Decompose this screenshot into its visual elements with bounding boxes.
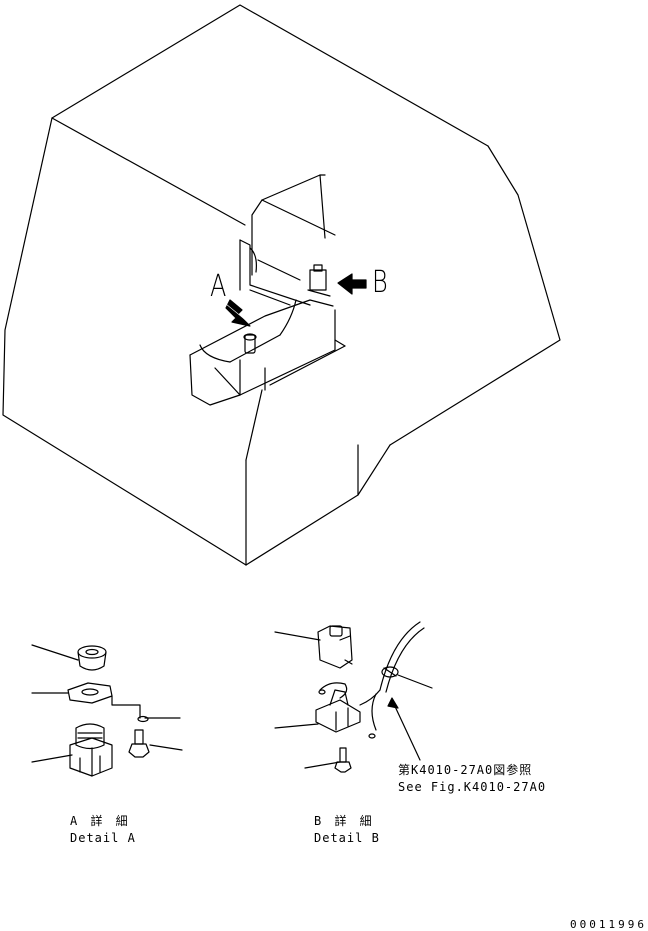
detail-b-title-jp: B 詳 細 (314, 814, 375, 828)
cab-body-outline (2, 4, 561, 566)
tank-body (189, 299, 346, 406)
reference-note-en: See Fig.K4010-27A0 (398, 780, 547, 794)
arrow-b-icon (337, 273, 367, 295)
reference-note-jp: 第K4010-27A0図参照 (398, 763, 533, 777)
drawing-number: 00011996 (570, 918, 647, 931)
detail-a-parts (31, 644, 183, 777)
upper-housing (239, 174, 336, 306)
detail-a-title-en: Detail A (70, 831, 136, 845)
detail-a-title-jp: A 詳 細 (70, 814, 131, 828)
view-a-label: A (210, 269, 227, 304)
b-location-part (307, 264, 331, 297)
detail-b-parts (274, 621, 433, 773)
view-b-label: B (372, 265, 388, 300)
arrow-a-icon (225, 299, 251, 327)
detail-b-title-en: Detail B (314, 831, 380, 845)
